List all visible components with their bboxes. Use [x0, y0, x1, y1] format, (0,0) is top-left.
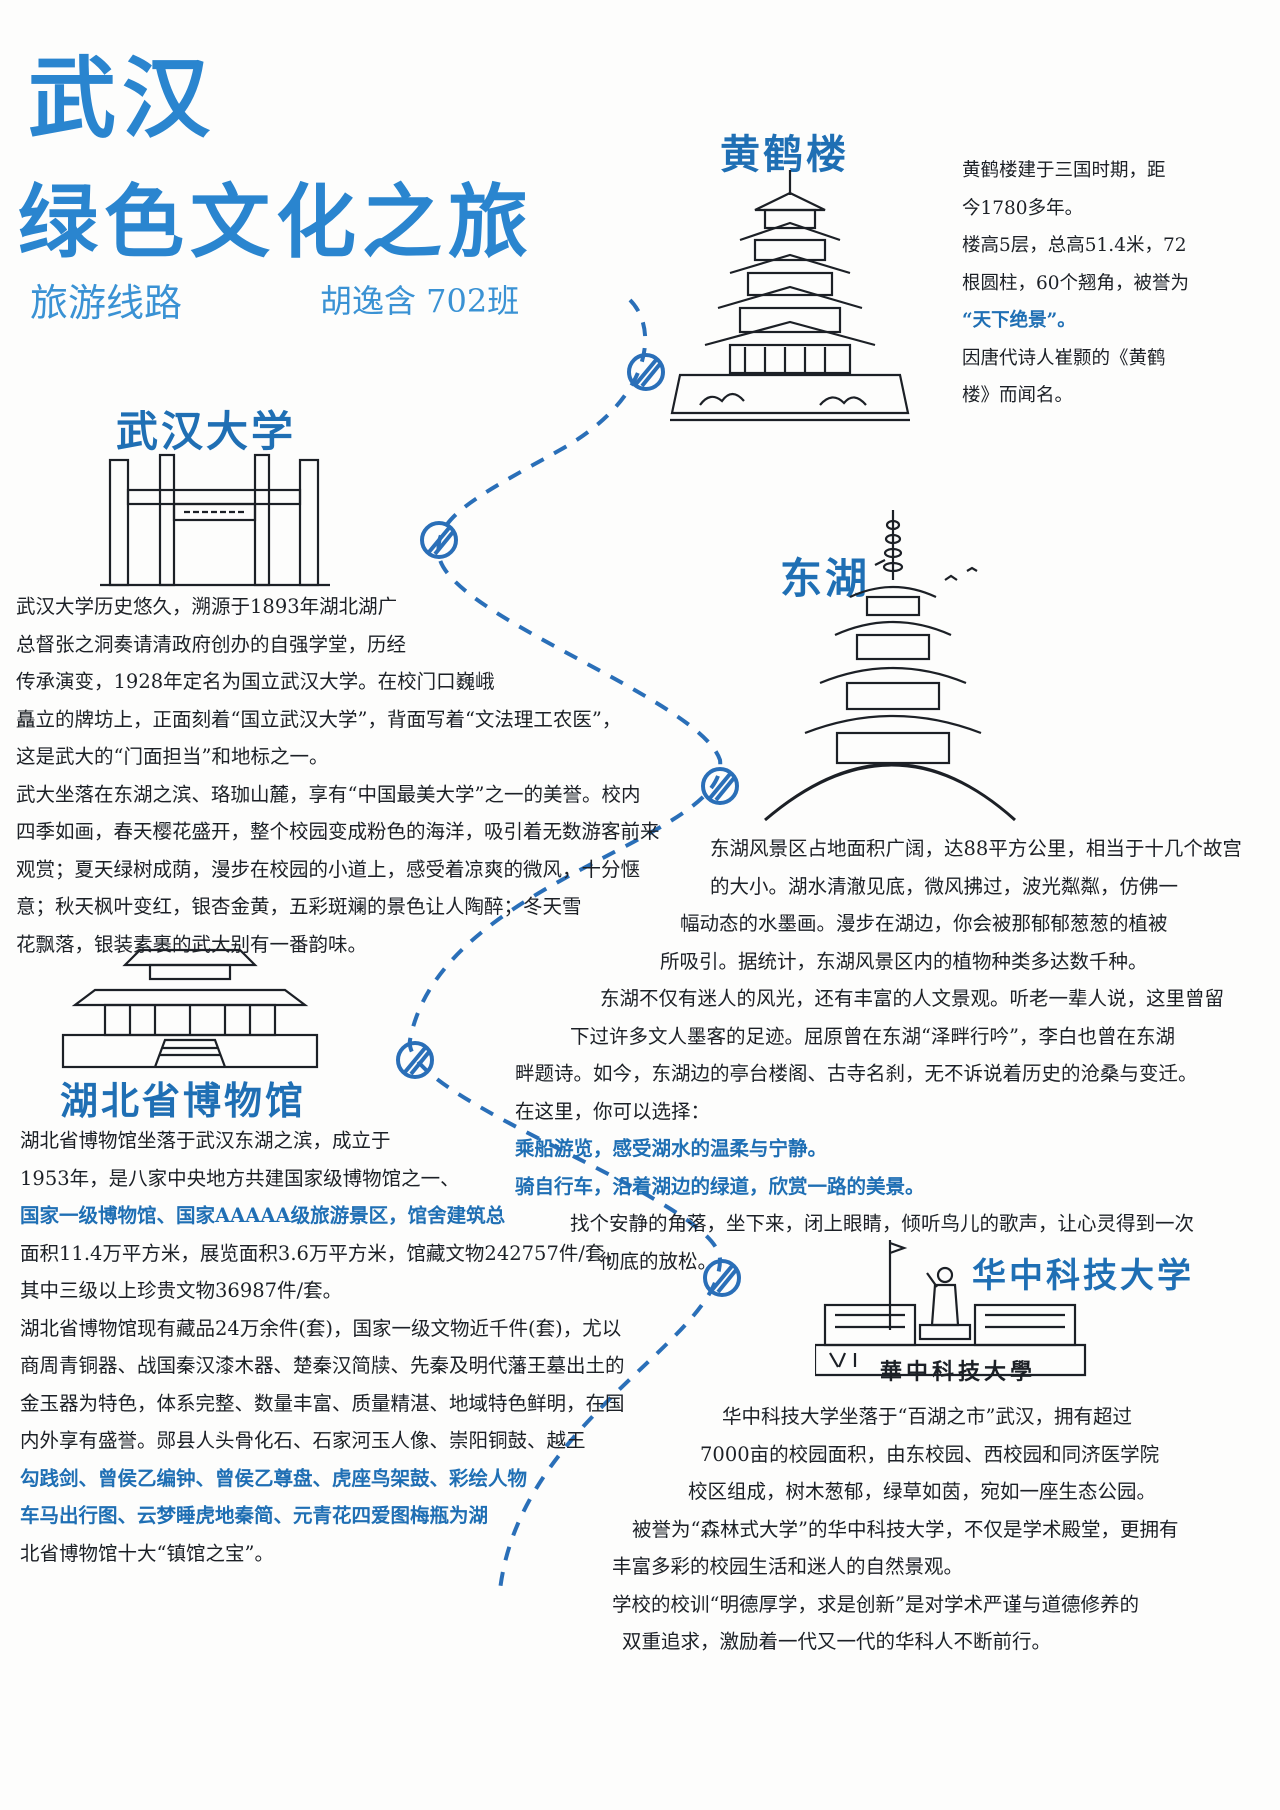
route-pin	[396, 353, 741, 1297]
text-line: 这是武大的“门面担当”和地标之一。	[16, 745, 329, 768]
text-line: 双重追求，激励着一代又一代的华科人不断前行。	[622, 1630, 1052, 1653]
text-line: 骑自行车，沿着湖边的绿道，欣赏一路的美景。	[515, 1174, 925, 1198]
text-line: “天下绝景”。	[962, 310, 1076, 331]
museum-text: 湖北省博物馆坐落于武汉东湖之滨，成立于 1953年，是八家中央地方共建国家级博物…	[20, 1122, 720, 1572]
text-line: 国家一级博物馆、国家AAAAA级旅游景区，馆舍建筑总	[20, 1204, 506, 1227]
author-label: 胡逸含 702班	[320, 282, 520, 320]
text-line: 意；秋天枫叶变红，银杏金黄，五彩斑斓的景色让人陶醉；冬天雪	[16, 895, 582, 918]
hust-text: 华中科技大学坐落于“百湖之市”武汉，拥有超过 7000亩的校园面积，由东校园、西…	[612, 1398, 1262, 1661]
text-line: 校区组成，树木葱郁，绿草如茵，宛如一座生态公园。	[688, 1480, 1157, 1503]
text-line: 被誉为“森林式大学”的华中科技大学，不仅是学术殿堂，更拥有	[632, 1517, 1179, 1541]
whu-gate-drawing	[100, 453, 330, 587]
text-line: 车马出行图、云梦睡虎地秦简、元青花四爱图梅瓶为湖	[20, 1504, 489, 1527]
text-line: 其中三级以上珍贵文物36987件/套。	[20, 1279, 343, 1302]
text-line: 下过许多文人墨客的足迹。屈原曾在东湖“泽畔行吟”，李白也曾在东湖	[570, 1024, 1175, 1048]
text-line: 商周青铜器、战国秦汉漆木器、楚秦汉简牍、先秦及明代藩王墓出土的	[20, 1354, 625, 1377]
text-line: 东湖不仅有迷人的风光，还有丰富的人文景观。听老一辈人说，这里曾留	[600, 987, 1225, 1010]
text-line: 7000亩的校园面积，由东校园、西校园和同济医学院	[700, 1442, 1160, 1466]
text-line: 在这里，你可以选择：	[515, 1099, 711, 1123]
east-lake-text: 东湖风景区占地面积广阔，达88平方公里，相当于十几个故宫 的大小。湖水清澈见底，…	[515, 830, 1260, 1280]
hust-gate-drawing	[815, 1240, 1087, 1377]
text-line: 华中科技大学坐落于“百湖之市”武汉，拥有超过	[722, 1405, 1132, 1428]
text-line: 传承演变，1928年定名为国立武汉大学。在校门口巍峨	[16, 670, 495, 693]
title-line2: 绿色文化之旅	[18, 175, 534, 269]
text-line: 北省博物馆十大“镇馆之宝”。	[20, 1541, 274, 1565]
text-line: 总督张之洞奏请清政府创办的自强学堂，历经	[16, 632, 407, 656]
text-line: 学校的校训“明德厚学，求是创新”是对学术严谨与道德修养的	[612, 1592, 1139, 1616]
east-lake-pagoda-drawing	[764, 510, 1017, 822]
text-line: 金玉器为特色，体系完整、数量丰富、质量精湛、地域特色鲜明，在国	[20, 1391, 625, 1415]
heading-huanghelou: 黄鹤楼	[720, 131, 849, 178]
text-line: 东湖风景区占地面积广阔，达88平方公里，相当于十几个故宫	[710, 837, 1242, 860]
text-line: 内外享有盛誉。郧县人头骨化石、石家河玉人像、崇阳铜鼓、越王	[20, 1429, 586, 1452]
text-line: 丰富多彩的校园生活和迷人的自然景观。	[612, 1555, 964, 1578]
huanghelou-drawing	[670, 170, 910, 422]
huanghelou-text: 黄鹤楼建于三国时期，距 今1780多年。 楼高5层，总高51.4米，72 根圆柱…	[962, 152, 1200, 415]
text-line: 找个安静的角落，坐下来，闭上眼睛，倾听鸟儿的歌声，让心灵得到一次	[570, 1212, 1195, 1235]
heading-wuhan-university: 武汉大学	[116, 407, 297, 456]
text-line: 观赏；夏天绿树成荫，漫步在校园的小道上，感受着凉爽的微风，十分惬	[16, 857, 641, 881]
text-line: 1953年，是八家中央地方共建国家级博物馆之一、	[20, 1166, 460, 1190]
title-line1: 武汉	[28, 46, 217, 150]
text-line: 彻底的放松。	[600, 1249, 718, 1273]
text-line: 楼高5层，总高51.4米，72	[962, 235, 1187, 256]
heading-hubei-museum: 湖北省博物馆	[60, 1078, 307, 1123]
hust-gate-sign: 華中科技大學	[880, 1359, 1037, 1385]
text-line: 的大小。湖水清澈见底，微风拂过，波光粼粼，仿佛一	[710, 874, 1179, 898]
text-line: 乘船游览，感受湖水的温柔与宁静。	[515, 1137, 828, 1160]
text-line: 四季如画，春天樱花盛开，整个校园变成粉色的海洋，吸引着无数游客前来	[16, 820, 660, 843]
text-line: 武汉大学历史悠久，溯源于1893年湖北湖广	[16, 595, 398, 618]
text-line: 所吸引。据统计，东湖风景区内的植物种类多达数千种。	[660, 949, 1148, 973]
text-line: 花飘落，银装素裹的武大别有一番韵味。	[16, 932, 368, 956]
text-line: 勾践剑、曾侯乙编钟、曾侯乙尊盘、虎座鸟架鼓、彩绘人物	[20, 1466, 528, 1490]
text-line: 楼》而闻名。	[962, 385, 1074, 406]
heading-hust: 华中科技大学	[972, 1256, 1194, 1296]
text-line: 湖北省博物馆现有藏品24万余件(套)，国家一级文物近千件(套)，尤以	[20, 1316, 622, 1340]
text-line: 武大坐落在东湖之滨、珞珈山麓，享有“中国最美大学”之一的美誉。校内	[16, 782, 641, 806]
text-line: 今1780多年。	[962, 197, 1084, 219]
text-line: 幅动态的水墨画。漫步在湖边，你会被那郁郁葱葱的植被	[680, 912, 1168, 935]
text-line: 畔题诗。如今，东湖边的亭台楼阁、古寺名刹，无不诉说着历史的沧桑与变迁。	[515, 1062, 1198, 1085]
text-line: 矗立的牌坊上，正面刻着“国立武汉大学”，背面写着“文法理工农医”，	[16, 707, 622, 731]
whu-text: 武汉大学历史悠久，溯源于1893年湖北湖广 总督张之洞奏请清政府创办的自强学堂，…	[16, 588, 716, 963]
text-line: 面积11.4万平方米，展览面积3.6万平方米，馆藏文物242757件/套，	[20, 1241, 624, 1265]
text-line: 黄鹤楼建于三国时期，距	[962, 160, 1166, 181]
text-line: 因唐代诗人崔颢的《黄鹤	[962, 347, 1166, 369]
text-line: 根圆柱，60个翘角，被誉为	[962, 272, 1190, 294]
text-line: 湖北省博物馆坐落于武汉东湖之滨，成立于	[20, 1129, 391, 1152]
museum-drawing	[61, 948, 319, 1069]
route-subtitle: 旅游线路	[30, 281, 183, 325]
